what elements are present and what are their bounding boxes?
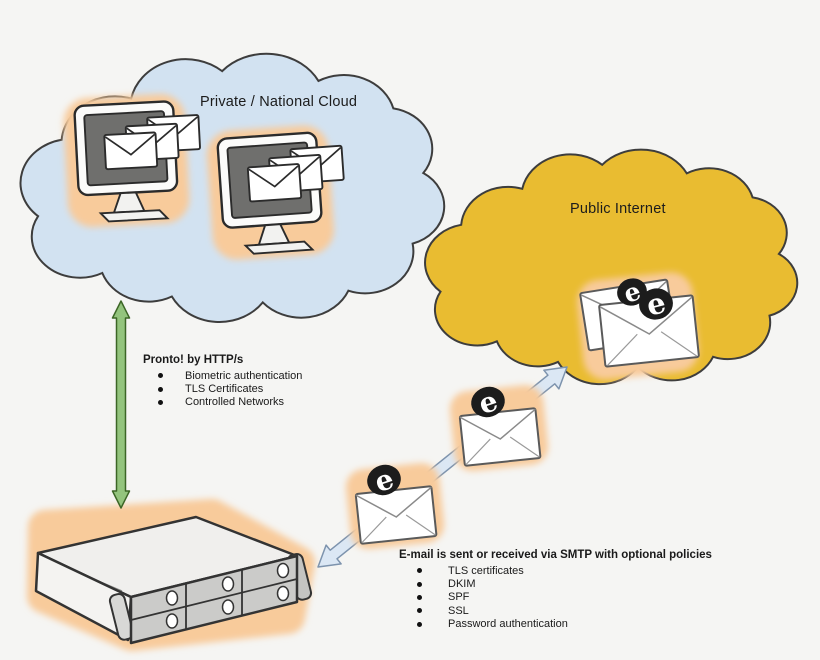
pronto-policy-list: Pronto! by HTTP/s Biometric authenticati… [143,354,302,409]
mail-server-icon [34,515,313,645]
public-internet-mail-icon: e e [577,272,700,380]
list-item: DKIM [399,577,712,590]
bullet-dot [158,373,163,379]
list-item: Controlled Networks [143,396,302,409]
bullet-dot [158,386,163,392]
bullet-dot [417,581,422,587]
list-item: SPF [399,591,712,604]
private-cloud-label: Private / National Cloud [200,94,358,110]
bullet-dot [417,621,422,627]
list-item: TLS certificates [399,564,712,577]
list-item: Biometric authentication [143,369,302,382]
public-internet-label: Public Internet [570,201,666,217]
bullet-dot [417,608,422,614]
drive-bay-dividers [130,570,298,630]
bullet-dot [417,594,422,600]
list-item: Password authentication [399,618,712,631]
https-bidirectional-arrow [111,300,131,509]
front-envelope [598,294,700,368]
smtp-list-title: E-mail is sent or received via SMTP with… [399,549,712,561]
drive-bay-holes [165,562,290,629]
smtp-policy-list: E-mail is sent or received via SMTP with… [399,549,712,631]
e-mail-badge: e [639,285,673,323]
smtp-envelope-e-icon [448,382,550,473]
mail-client-monitor-icon [62,92,203,228]
bullet-dot [417,568,422,574]
list-item: TLS Certificates [143,382,302,395]
bullet-dot [158,399,163,405]
list-item: SSL [399,604,712,617]
mail-client-monitor-icon [205,123,349,261]
server-left-cap [108,593,135,641]
pronto-list-title: Pronto! by HTTP/s [143,354,244,366]
smtp-envelope-e-icon [344,460,446,551]
server-left-face [34,551,133,642]
